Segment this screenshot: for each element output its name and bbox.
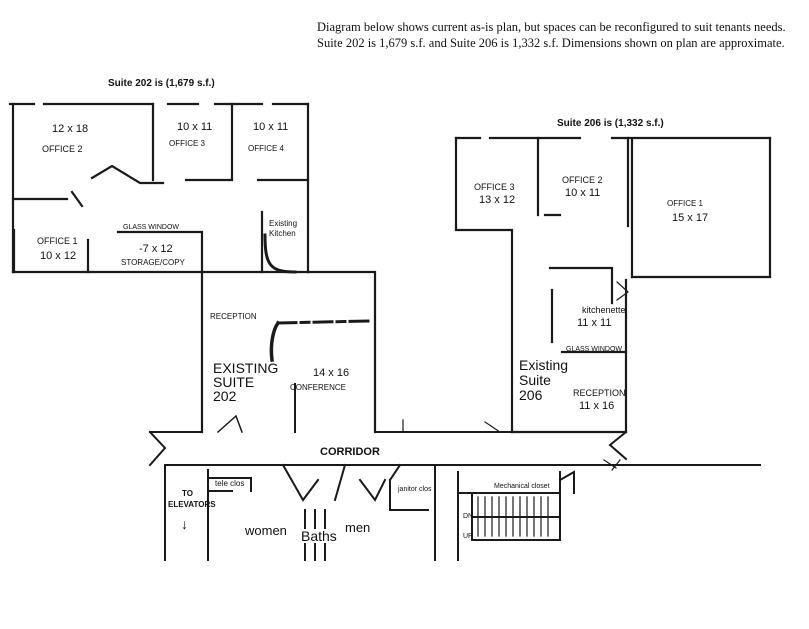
suite-206-walls	[454, 136, 772, 434]
down-arrow-icon: ↓	[181, 516, 188, 532]
office-2-206-name: OFFICE 2	[562, 175, 603, 185]
office-4-size: 10 x 11	[253, 121, 289, 133]
office-2-size: 12 x 18	[52, 123, 89, 135]
caption-line-1: Diagram below shows current as-is plan, …	[317, 20, 786, 34]
men-label: men	[345, 520, 371, 535]
to-elevators-line-1: TO	[182, 489, 193, 498]
office-1-206-size: 15 x 17	[672, 212, 709, 224]
corridor-walls	[148, 430, 761, 561]
corridor-label: CORRIDOR	[320, 446, 380, 458]
office-3-name: OFFICE 3	[169, 139, 206, 148]
office-2-name: OFFICE 2	[42, 144, 83, 154]
suite-206-title: Suite 206 is (1,332 s.f.)	[557, 118, 664, 129]
reception-206-name: RECEPTION	[573, 388, 626, 398]
kitchen-line-2: Kitchen	[269, 229, 296, 238]
existing-suite-202-line-1: EXISTING	[213, 360, 279, 376]
glass-window-206-label: GLASS WINDOW	[566, 346, 623, 353]
office-1-size: 10 x 12	[40, 250, 77, 262]
mechanical-closet-label: Mechanical closet	[494, 483, 550, 490]
reception-206-size: 11 x 16	[579, 400, 615, 412]
office-3-size: 10 x 11	[177, 121, 213, 133]
baths-label: Baths	[301, 528, 337, 544]
caption-line-2: Suite 202 is 1,679 s.f. and Suite 206 is…	[317, 36, 785, 50]
kitchenette-size: 11 x 11	[577, 317, 612, 329]
existing-suite-202-line-2: SUITE	[213, 374, 255, 390]
glass-window-label: GLASS WINDOW	[123, 224, 180, 231]
office-1-206-name: OFFICE 1	[667, 199, 704, 208]
stair-dn-label: DN	[463, 513, 474, 520]
conference-name: CONFERENCE	[290, 383, 347, 392]
office-1-name: OFFICE 1	[37, 236, 78, 246]
conference-size: 14 x 16	[313, 367, 350, 379]
kitchenette-name: kitchenette	[582, 305, 626, 315]
existing-suite-202-line-3: 202	[213, 388, 237, 404]
stair-treads	[471, 496, 561, 537]
to-elevators-line-2: ELEVATORS	[168, 500, 216, 509]
existing-suite-206-line-2: Suite	[519, 372, 551, 388]
stair-up-label: UP	[463, 533, 473, 540]
storage-size: -7 x 12	[139, 243, 173, 255]
kitchen-curve	[263, 233, 297, 274]
janitor-closet-label: janitor clos	[398, 486, 432, 493]
reception-202-label: RECEPTION	[210, 312, 257, 321]
women-label: women	[245, 523, 287, 538]
existing-suite-206-line-3: 206	[519, 387, 543, 403]
storage-name: STORAGE/COPY	[121, 258, 185, 267]
suite-202-title: Suite 202 is (1,679 s.f.)	[108, 78, 215, 89]
kitchen-line-1: Existing	[269, 219, 298, 228]
conference-partition	[276, 319, 370, 325]
office-4-name: OFFICE 4	[248, 144, 285, 153]
existing-suite-206-line-1: Existing	[519, 357, 569, 373]
office-3-206-name: OFFICE 3	[474, 182, 515, 192]
suite-202-walls	[8, 102, 377, 434]
office-2-206-size: 10 x 11	[565, 187, 601, 199]
office-3-206-size: 13 x 12	[479, 194, 516, 206]
tele-closet-label: tele clos	[215, 479, 245, 488]
